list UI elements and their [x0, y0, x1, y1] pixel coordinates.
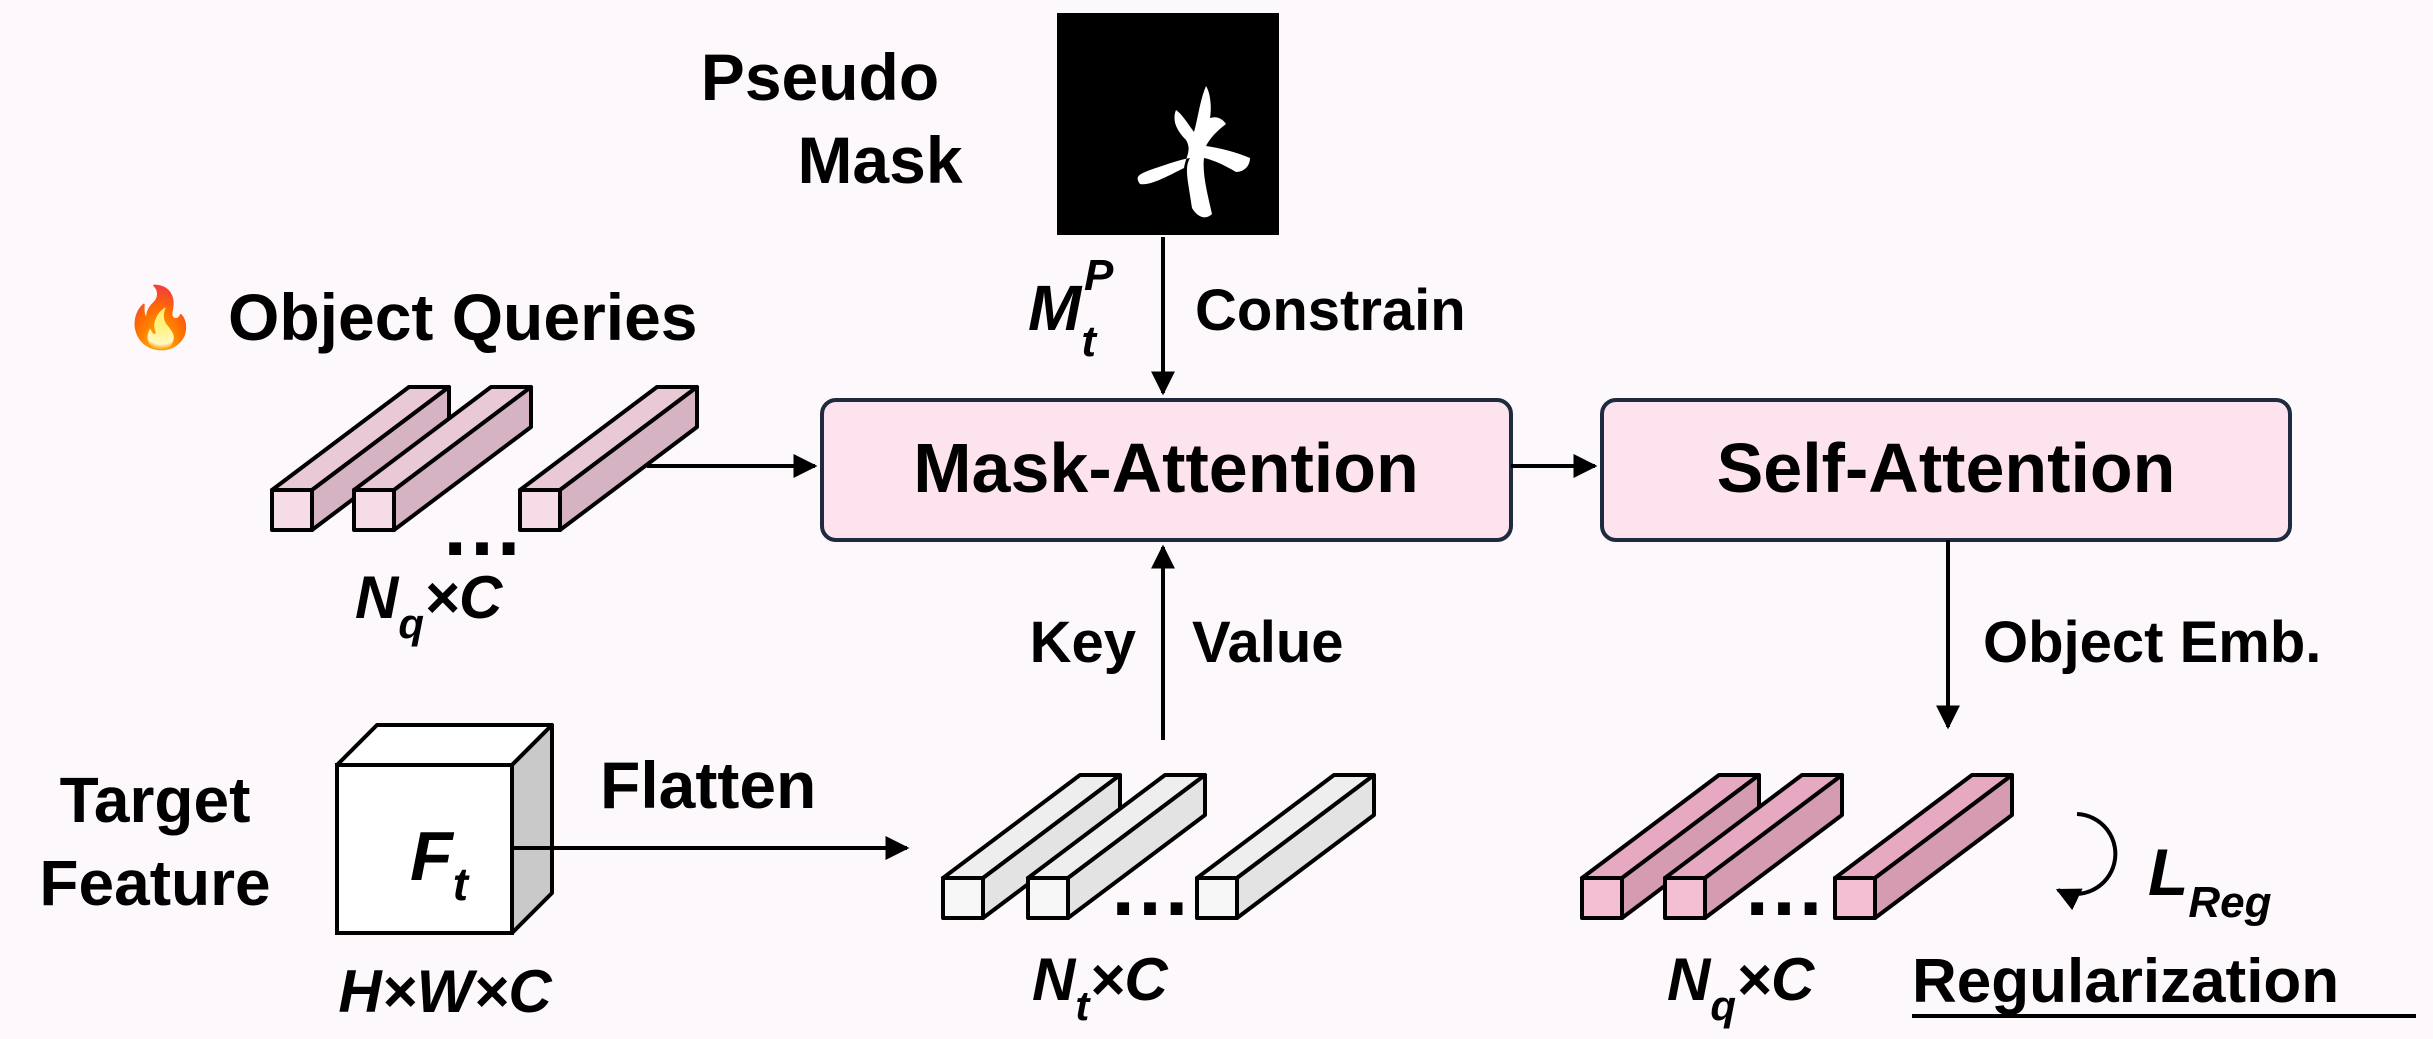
flattened-tokens-dim: Nt×C — [1032, 946, 1169, 1029]
feature-token-2-front — [1026, 876, 1070, 920]
object-query-token-3 — [518, 385, 699, 532]
object-query-token-2-front — [352, 488, 396, 532]
feature-token-3 — [1195, 773, 1376, 920]
target-feature-line2: Feature — [39, 847, 270, 919]
regularization-cycle-icon — [2055, 812, 2118, 911]
object-embedding-token-2-front — [1663, 876, 1707, 920]
output-embeddings-ellipsis: … — [1742, 839, 1826, 933]
pseudo-mask-image — [1057, 13, 1279, 235]
feature-cube-symbol: Ft — [410, 817, 470, 910]
feature-token-1 — [941, 773, 1122, 920]
fire-icon: 🔥 — [123, 283, 198, 352]
object-embedding-token-1-front — [1580, 876, 1624, 920]
value-label: Value — [1192, 610, 1344, 675]
object-query-token-2 — [352, 385, 533, 532]
feature-token-2 — [1026, 773, 1207, 920]
feature-token-3-front — [1195, 876, 1239, 920]
object-embedding-token-2 — [1663, 773, 1844, 920]
flatten-label: Flatten — [600, 748, 816, 822]
constrain-label: Constrain — [1195, 278, 1466, 343]
object-embedding-tokens — [1580, 773, 2014, 920]
feature-token-1-front — [941, 876, 985, 920]
pseudo-mask-symbol: MtP — [1028, 251, 1114, 366]
flattened-feature-tokens — [941, 773, 1376, 920]
object-embedding-token-1 — [1580, 773, 1761, 920]
feature-cube — [335, 723, 554, 935]
self-attention-label: Self-Attention — [1717, 429, 2176, 507]
object-queries-ellipsis: … — [440, 479, 524, 573]
flattened-tokens-ellipsis: … — [1108, 839, 1192, 933]
object-emb-label: Object Emb. — [1983, 610, 2321, 675]
target-feature-line1: Target — [60, 764, 251, 836]
mask-attention-label: Mask-Attention — [913, 429, 1419, 507]
key-label: Key — [1030, 610, 1136, 675]
mask-attention-box — [820, 398, 1513, 542]
target-feature-dim: H×W×C — [338, 958, 553, 1025]
object-query-token-3-front — [518, 488, 562, 532]
object-embedding-token-3-front — [1833, 876, 1877, 920]
pseudo-mask-title-line2: Mask — [797, 123, 962, 197]
regularization-label: Regularization — [1912, 947, 2339, 1016]
object-queries-label: Object Queries — [228, 280, 698, 354]
pseudo-mask-title-line1: Pseudo — [701, 40, 939, 114]
object-embedding-token-3 — [1833, 773, 2014, 920]
object-query-tokens — [270, 385, 699, 532]
object-query-token-1-front — [270, 488, 314, 532]
regularization-loss: LReg — [2148, 835, 2272, 927]
output-embeddings-dim: Nq×C — [1667, 946, 1816, 1029]
object-queries-dim: Nq×C — [355, 564, 504, 647]
